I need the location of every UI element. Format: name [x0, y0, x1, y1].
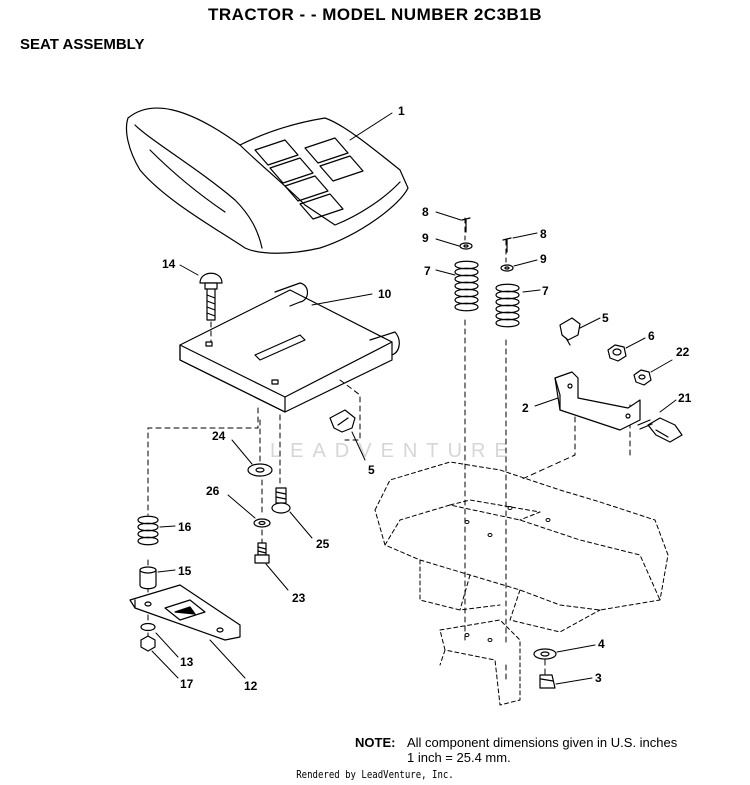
- callout-8: 8: [540, 227, 547, 241]
- callout-23: 23: [292, 591, 306, 605]
- callout-7: 7: [542, 284, 549, 298]
- callout-9: 9: [422, 231, 429, 245]
- spring-part: [454, 260, 479, 312]
- callout-25: 25: [316, 537, 330, 551]
- callout-6: 6: [648, 329, 655, 343]
- washer-part: [253, 518, 271, 528]
- washer-part: [459, 242, 514, 272]
- callout-5: 5: [602, 311, 609, 325]
- footer-credit: Rendered by LeadVenture, Inc.: [296, 768, 454, 781]
- mounting-plate-part: [129, 584, 241, 641]
- watermark-text: LEADVENTURE: [270, 440, 517, 462]
- section-title: SEAT ASSEMBLY: [20, 36, 145, 53]
- callout-13: 13: [180, 655, 194, 669]
- washer-part: [533, 648, 557, 660]
- note-line-1: All component dimensions given in U.S. i…: [407, 735, 678, 750]
- callout-2: 2: [522, 401, 529, 415]
- washer-part: [247, 463, 273, 477]
- callout-21: 21: [678, 391, 692, 405]
- note-label: NOTE:: [355, 735, 396, 750]
- spring-part: [137, 515, 159, 546]
- bracket-part: [554, 371, 641, 431]
- callout-1: 1: [398, 104, 405, 118]
- spacer-part: [139, 566, 157, 590]
- bolt-part: [271, 487, 291, 514]
- callout-26: 26: [206, 484, 220, 498]
- callout-4: 4: [598, 637, 605, 651]
- bolt-part: [539, 674, 556, 689]
- callout-22: 22: [676, 345, 690, 359]
- spring-part: [495, 283, 520, 328]
- nut-part: [633, 369, 652, 386]
- bolt-part: [254, 542, 270, 564]
- callout-17: 17: [180, 677, 194, 691]
- nut-part: [607, 344, 627, 362]
- seat-pan-part: [179, 282, 400, 413]
- clip-part: [559, 317, 581, 346]
- washer-part: [140, 622, 156, 632]
- screw-part: [461, 217, 512, 253]
- callout-3: 3: [595, 671, 602, 685]
- callout-12: 12: [244, 679, 258, 693]
- callout-24: 24: [212, 429, 226, 443]
- note-line-2: 1 inch = 25.4 mm.: [407, 750, 511, 765]
- callout-16: 16: [178, 520, 192, 534]
- callout-14: 14: [162, 257, 176, 271]
- dimension-note: NOTE: All component dimensions given in U…: [355, 735, 677, 765]
- callout-10: 10: [378, 287, 392, 301]
- carriage-bolt-part: [199, 272, 223, 321]
- callout-8: 8: [422, 205, 429, 219]
- seat-part: [125, 107, 409, 254]
- callout-7: 7: [424, 264, 431, 278]
- clip-part: [329, 409, 356, 433]
- bolt-part: [637, 417, 683, 443]
- page-title: TRACTOR - - MODEL NUMBER 2C3B1B: [207, 5, 543, 24]
- callout-5: 5: [368, 463, 375, 477]
- tractor-frame-phantom: [374, 461, 669, 706]
- frame-holes: [464, 506, 551, 642]
- nut-part: [140, 635, 156, 652]
- callout-15: 15: [178, 564, 192, 578]
- callout-labels: 1 8 9 7 8 9 7 14 10 5 6 22 2 21 24 5 26 …: [162, 104, 692, 693]
- callout-9: 9: [540, 252, 547, 266]
